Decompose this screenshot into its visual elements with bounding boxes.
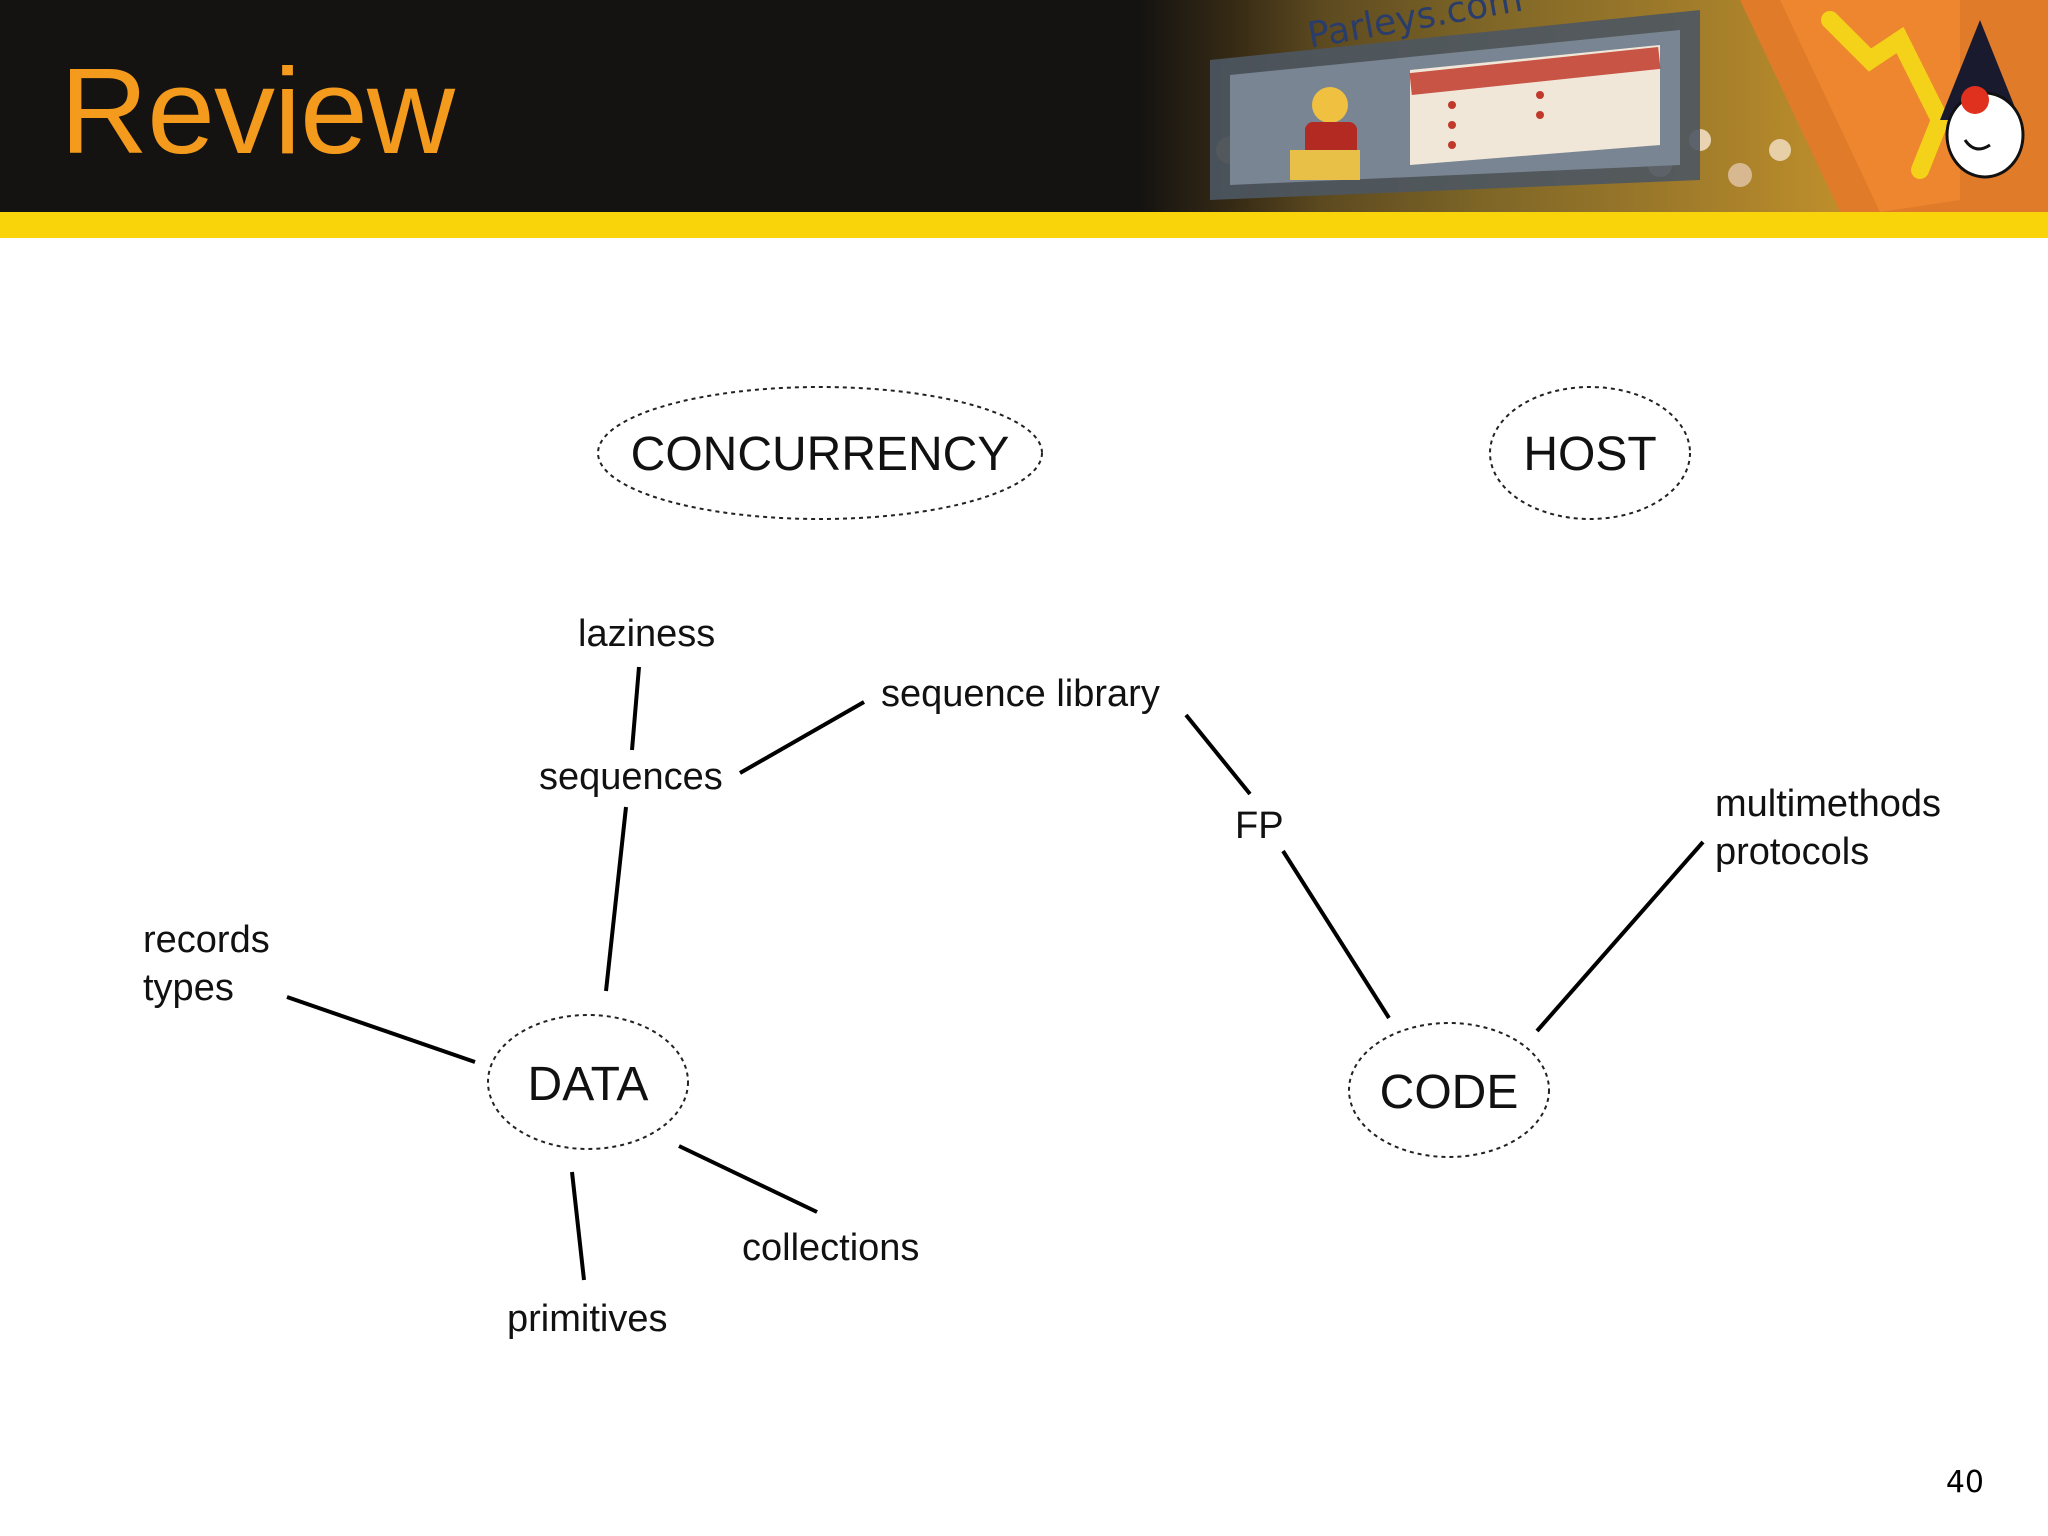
label-multimethods: multimethods	[1715, 783, 1941, 825]
label-sequences: sequences	[539, 756, 723, 798]
edge-sequences-library	[739, 700, 865, 775]
label-fp: FP	[1235, 805, 1284, 847]
edge-records-data	[286, 995, 476, 1064]
edge-library-fp	[1184, 713, 1252, 796]
code-node: CODE	[1380, 1066, 1519, 1119]
label-laziness: laziness	[578, 613, 715, 655]
banner-illustration-art: Parleys.com	[1140, 0, 2048, 212]
code-node-outline	[1348, 1022, 1550, 1158]
edge-fp-code	[1281, 849, 1391, 1020]
label-sequence-library: sequence library	[881, 673, 1160, 715]
concurrency-node-outline	[597, 386, 1043, 520]
host-node: HOST	[1523, 428, 1656, 481]
edge-laziness-sequences	[630, 666, 641, 751]
label-types: types	[143, 967, 234, 1009]
slide-title: Review	[60, 43, 455, 179]
label-records: records	[143, 919, 270, 961]
edge-code-multimethods	[1535, 840, 1705, 1033]
banner-illustration: Parleys.com	[1140, 0, 2048, 212]
label-primitives: primitives	[507, 1298, 667, 1340]
host-node-outline	[1489, 386, 1691, 520]
edge-sequences-data	[604, 806, 628, 992]
edge-data-collections	[678, 1144, 818, 1214]
data-node-outline	[487, 1014, 689, 1150]
header-accent-rule	[0, 212, 2048, 238]
label-collections: collections	[742, 1227, 919, 1269]
concurrency-node: CONCURRENCY	[631, 428, 1010, 481]
page-number: 40	[1945, 1465, 1984, 1500]
edge-data-primitives	[570, 1171, 586, 1281]
label-protocols: protocols	[1715, 831, 1869, 873]
data-node: DATA	[528, 1058, 649, 1111]
